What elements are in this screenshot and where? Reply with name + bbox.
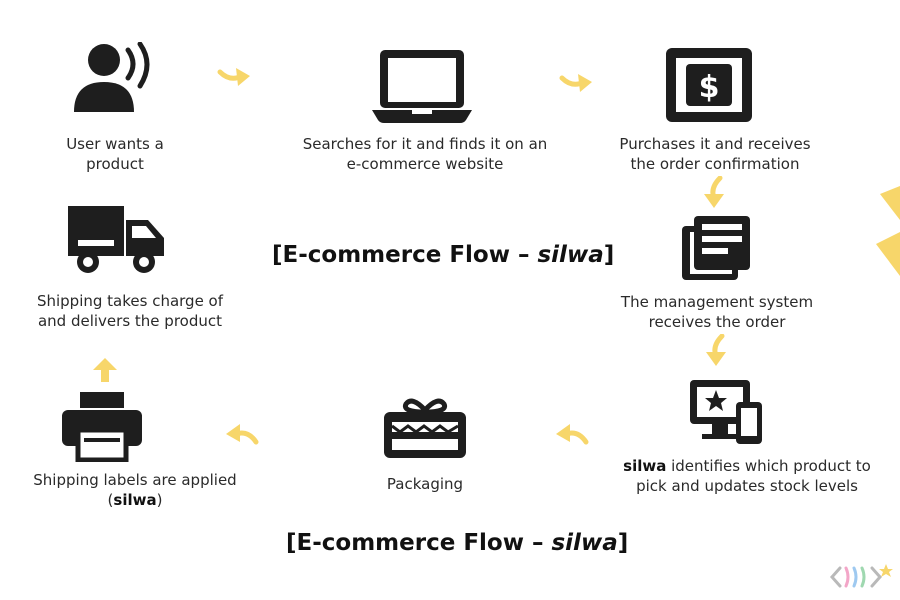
step-1-label: User wants a product [66,135,164,173]
arrow-down-icon [702,333,730,372]
dollar-screen-icon: $ [664,46,754,124]
step-3-label: Purchases it and receives the order conf… [619,135,811,173]
brand-logo-icon [828,562,894,596]
diagram-title-center: [E-commerce Flow – silwa] [272,242,615,268]
laptop-icon [372,48,472,124]
devices-star-icon [688,378,764,446]
step-7-label: Shipping labels are applied(silwa) [33,471,237,509]
svg-text:$: $ [699,70,720,105]
step-2-label: Searches for it and finds it on an e-com… [302,135,548,173]
diagram-title-bottom: [E-commerce Flow – silwa] [286,530,629,556]
arrow-right-icon [216,64,252,96]
decorative-shape [872,184,900,284]
arrow-left-icon [224,420,260,452]
arrow-right-icon [558,70,594,102]
step-5-label: silwa identifies which product to pick a… [623,457,871,495]
step-6-label: Packaging [386,475,464,493]
user-speaking-icon [72,42,160,114]
document-stack-icon [680,214,752,282]
arrow-left-icon [554,420,590,452]
truck-icon [66,204,166,276]
step-4-label: The management system receives the order [620,293,814,331]
arrow-down-icon [700,175,728,214]
arrow-up-icon [92,356,118,388]
gift-box-icon [382,396,468,460]
step-8-label: Shipping takes charge of and delivers th… [36,292,224,330]
printer-icon [60,390,144,462]
